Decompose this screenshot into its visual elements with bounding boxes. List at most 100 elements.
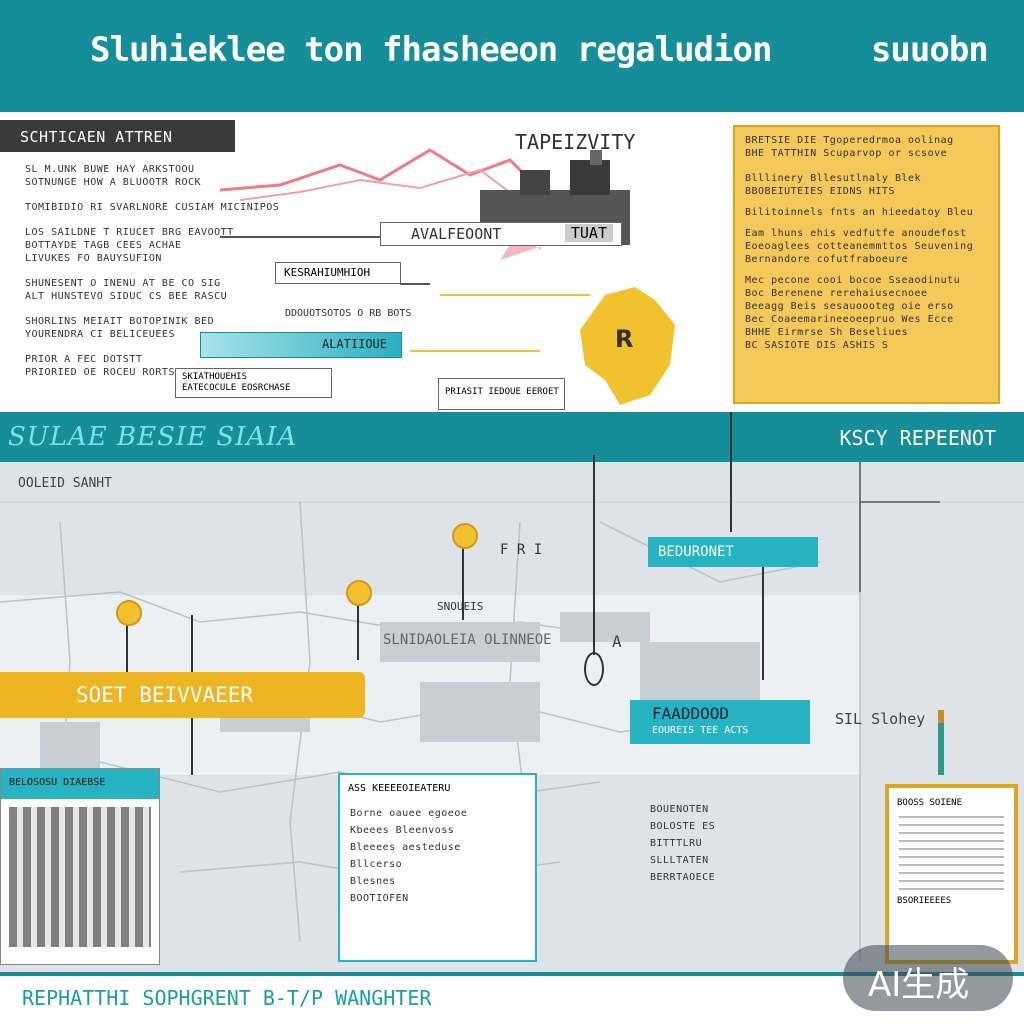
document-image [9, 807, 151, 947]
callout-tag: TUAT [564, 224, 613, 242]
note-line: Bilitoinnels fnts an hieedatoy Bleu [745, 207, 974, 218]
pin-stem [357, 600, 359, 660]
map-label: SLNIDAOLEIA OLINNEOE [383, 632, 552, 648]
list-item: SHUNESENT O INENU AT BE CO SIG [25, 278, 221, 289]
framed-document: BOOSS SOIENE BSORIEEEES [885, 784, 1018, 964]
document-line: Bleeees aesteduse [350, 842, 461, 853]
note-line: BHHE Eirmrse Sh Beseliues [745, 327, 909, 338]
map-pin-icon[interactable] [346, 580, 372, 606]
teal-tag: FAADDOOD EOUREIS TEE ACTS [630, 700, 810, 744]
callout-label: AVALFEOONT [411, 225, 502, 243]
yellow-banner-label: SOET BEIVVAEER [76, 683, 254, 707]
callout-box: KESRAHIUMHIOH [275, 262, 401, 284]
teal-tag-label: BEDURONET [658, 544, 734, 560]
document-line: BOUENOTEN [650, 804, 709, 815]
yellow-blob: R [580, 287, 675, 405]
document-title: BELOSOSU DIAEBSE [9, 777, 106, 788]
document-card: BELOSOSU DIAEBSE [0, 768, 160, 965]
note-line: Eoeoaglees cotteanemmttos Seuvening [745, 241, 974, 252]
list-item: SL M.UNK BUWE HAY ARKSTOOU [25, 164, 195, 175]
list-item: SOTNUNGE HOW A BLUOOTR ROCK [25, 177, 202, 188]
document-title: BOOSS SOIENE [897, 798, 963, 808]
middle-band-label: KSCY REPEENOT [839, 426, 996, 450]
hook-icon [584, 652, 604, 686]
list-item: LIVUKES FO BAUYSUFION [25, 253, 162, 264]
document-line: Bllcerso [350, 859, 403, 870]
note-line: Bec Coaeemarineeoeepruo Wes Ecce [745, 314, 954, 325]
callout-box: PRIASIT IEDOUE EEROET [438, 378, 565, 410]
top-left-banner: SCHTICAEN ATTREN [0, 120, 235, 152]
top-left-text-list: SL M.UNK BUWE HAY ARKSTOOU SOTNUNGE HOW … [25, 162, 280, 380]
pin-stem [462, 540, 464, 620]
pin-stem [762, 560, 764, 680]
list-item: ALT HUNSTEVO SIDUC CS BEE RASCU [25, 291, 228, 302]
document-card: ASS KEEEEOIEATERU Borne oauee egoeoe Kbe… [338, 773, 537, 962]
yellow-note: BRETSIE DIE Tgoperedrmoa oolinag BHE TAT… [733, 125, 1000, 404]
list-item: LOS SAILDNE T RIUCET BRG EAVOOTT [25, 227, 234, 238]
pin-stem [730, 412, 732, 532]
map-label: SNOUEIS [437, 600, 484, 613]
note-line: BBOBEIUTEIES EIDNS HITS [745, 186, 895, 197]
map-label: A [612, 632, 622, 651]
list-item: TOMIBIDIO RI SVARLNORE CUSIAM MICINIPOS [25, 202, 280, 213]
document-line: Borne oauee egoeoe [350, 808, 468, 819]
svg-text:R: R [615, 325, 633, 353]
callout-box: SKIATHOUEHIS EATECOCULE EOSRCHASE [175, 368, 332, 398]
document-line: BITTTLRU [650, 838, 703, 849]
note-line: Beeagg Beis sesauoooteg oie erso [745, 301, 954, 312]
document-line: Kbeees Bleenvoss [350, 825, 455, 836]
note-line: Blllinery Bllesutlnaly Blek [745, 173, 922, 184]
document-card: BOUENOTEN BOLOSTE ES BITTTLRU SLLLTATEN … [650, 798, 840, 948]
note-line: BHE TATTHIN Scuparvop or scsove [745, 148, 948, 159]
teal-tag-label: EOUREIS TEE ACTS [652, 725, 749, 736]
teal-callout: ALATIIOUE [200, 332, 402, 358]
document-title: ASS KEEEEOIEATERU [348, 783, 451, 794]
list-item: YOURENDRA CI BELICEUEES [25, 329, 175, 340]
pin-stem [126, 620, 128, 675]
map-label: SIL Slohey [835, 710, 926, 728]
map-pin-icon[interactable] [452, 523, 478, 549]
callout-label: DDOUOTSOTOS O RB BOTS [285, 308, 412, 319]
page-title: Sluhieklee ton fhasheeon regaludion suuo… [90, 30, 989, 70]
list-item: PRIORIED OE ROCEU RORTS BEED [25, 367, 208, 378]
yellow-banner: SOET BEIVVAEER [0, 672, 365, 718]
map-pin-icon[interactable] [116, 600, 142, 626]
document-footer: BSORIEEEES [897, 896, 952, 906]
map-streets [0, 462, 1024, 962]
tapeizvity-heading: TAPEIZVITY [515, 130, 636, 154]
top-left-banner-label: SCHTICAEN ATTREN [20, 128, 173, 146]
teal-tag-label: FAADDOOD [652, 704, 730, 723]
note-line: BRETSIE DIE Tgoperedrmoa oolinag [745, 135, 954, 146]
footer-line [0, 972, 1024, 976]
map-label: F R I [500, 542, 543, 558]
teal-tag: BEDURONET [648, 537, 818, 567]
note-line: Boc Berenene rerehaiusecnoee [745, 288, 928, 299]
document-header: BELOSOSU DIAEBSE [1, 769, 159, 799]
page-title-main: Sluhieklee ton fhasheeon regaludion [90, 30, 772, 70]
pen-icon [938, 710, 944, 775]
middle-band-script: SULAE BESIE SIAIA [8, 422, 298, 452]
note-line: Mec pecone cooi bocoe Sseaodinutu [745, 275, 961, 286]
document-line: BERRTAOECE [650, 872, 716, 883]
callout-box: AVALFEOONT TUAT [380, 222, 622, 246]
callout-label: ALATIIOUE [321, 337, 387, 351]
ai-watermark-text: AI生成 [868, 965, 970, 1005]
callout-label: PRIASIT IEDOUE EEROET [445, 387, 559, 397]
document-line: BOOTIOFEN [350, 893, 409, 904]
page-title-suffix: suuobn [870, 30, 989, 70]
document-line: SLLLTATEN [650, 855, 709, 866]
document-line: BOLOSTE ES [650, 821, 716, 832]
callout-label: KESRAHIUMHIOH [284, 266, 371, 279]
note-line: Bernandore cofutfraboeure [745, 254, 909, 265]
document-lines [889, 816, 1014, 890]
arrow-line [410, 350, 540, 352]
middle-band: SULAE BESIE SIAIA KSCY REPEENOT [0, 412, 1024, 462]
pin-stem [593, 455, 595, 655]
list-item: SHORLINS MEIAIT BOTOPINIK BED [25, 316, 215, 327]
list-item: PRIOR A FEC DOTSTT [25, 354, 143, 365]
header-bar: Sluhieklee ton fhasheeon regaludion suuo… [0, 0, 1024, 112]
callout-label: EATECOCULE EOSRCHASE [182, 383, 291, 393]
arrow-line [400, 283, 430, 285]
document-line: Blesnes [350, 876, 396, 887]
list-item: BOTTAYDE TAGB CEES ACHAE [25, 240, 182, 251]
